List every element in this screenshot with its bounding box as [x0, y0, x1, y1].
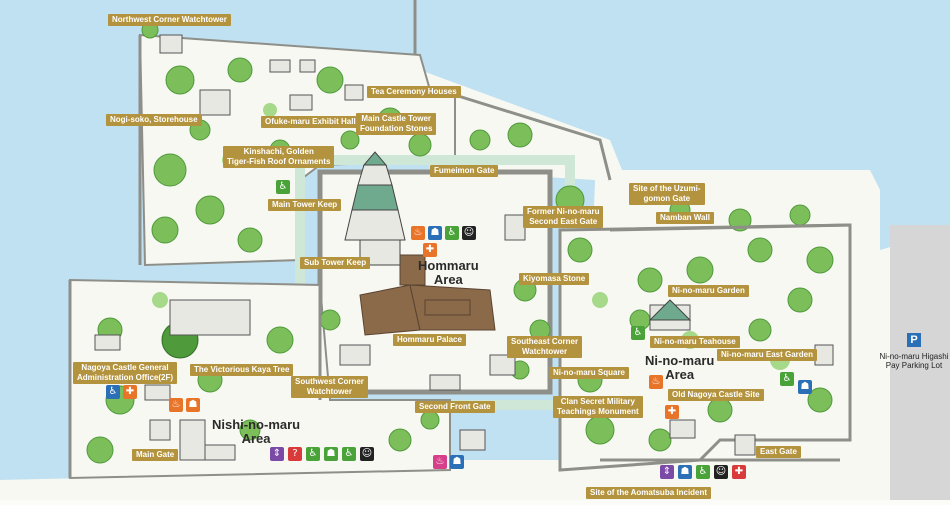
label-former-ninomaru-gate: Former Ni-no-maru Second East Gate: [523, 206, 604, 228]
label-former-ninomaru-gate-text: Former Ni-no-maru Second East Gate: [527, 207, 600, 226]
accessible-toilet-icon: ♿: [306, 447, 320, 461]
toilet-icon: ☗: [450, 455, 464, 469]
label-sub-tower-keep: Sub Tower Keep: [300, 257, 371, 269]
elevator-icon: ⇕: [270, 447, 284, 461]
hommaru-palace-roofs: [359, 254, 496, 336]
stone-walls: [68, 0, 852, 478]
area-hommaru: Hommaru Area: [418, 259, 479, 287]
toilet-icon: ♿: [276, 180, 290, 194]
restaurant-icon: ♨: [411, 226, 425, 240]
shop-icon: ♿: [106, 385, 120, 399]
label-kinshachi-text: Kinshachi, Golden Tiger-Fish Roof Orname…: [227, 147, 331, 166]
first-aid-icon: ✚: [423, 243, 437, 257]
label-aomatsuba: Site of the Aomatsuba Incident: [586, 487, 712, 499]
label-kaya-tree: The Victorious Kaya Tree: [190, 364, 294, 376]
accessible-toilet-icon: ♿: [696, 465, 710, 479]
area-ninomaru: Ni-no-maru Area: [645, 354, 714, 382]
area-ninomaru-name: Ni-no-maru: [645, 353, 715, 368]
label-uzumigomon-text: Site of the Uzumi- gomon Gate: [633, 184, 701, 203]
first-aid-icon: ✚: [123, 385, 137, 399]
parking-road: [890, 225, 950, 500]
toilet-icon: ☗: [186, 398, 200, 412]
toilet-icon: ☗: [324, 447, 338, 461]
label-ofuke-maru: Ofuke-maru Exhibit Hall: [261, 116, 360, 128]
baby-room-icon: ☺: [360, 447, 374, 461]
label-hommaru-palace: Hommaru Palace: [393, 334, 466, 346]
area-hommaru-suffix: Area: [433, 272, 463, 287]
label-clan-secret-text: Clan Secret Military Teachings Monument: [557, 397, 639, 416]
label-main-tower-foundation-text: Main Castle Tower Foundation Stones: [360, 114, 433, 133]
area-hommaru-name: Hommaru: [418, 258, 479, 273]
teahouse-drawing: [648, 299, 692, 321]
area-nishinomaru: Nishi-no-maru Area: [212, 418, 300, 446]
label-admin-office-text: Nagoya Castle General Administration Off…: [77, 363, 174, 382]
restaurant-icon: ♨: [649, 375, 663, 389]
area-nishinomaru-name: Nishi-no-maru: [212, 417, 301, 432]
buildings: [94, 34, 834, 461]
accessible-toilet-icon: ♿: [780, 372, 794, 386]
label-main-tower-keep: Main Tower Keep: [268, 199, 342, 211]
label-ninomaru-east-garden: Ni-no-maru East Garden: [717, 349, 818, 361]
label-second-front-gate: Second Front Gate: [415, 401, 495, 413]
label-nogi-soko: Nogi-soko, Storehouse: [106, 114, 202, 126]
accessible-toilet-icon: ♿: [631, 326, 645, 340]
label-southwest-watchtower-text: Southwest Corner Watchtower: [295, 377, 364, 396]
label-ninomaru-teahouse: Ni-no-maru Teahouse: [650, 336, 740, 348]
label-southeast-watchtower-text: Southeast Corner Watchtower: [511, 337, 579, 356]
label-southeast-watchtower: Southeast Corner Watchtower: [507, 336, 583, 358]
label-northwest-watchtower: Northwest Corner Watchtower: [108, 14, 231, 26]
label-admin-office: Nagoya Castle General Administration Off…: [73, 362, 178, 384]
label-kinshachi: Kinshachi, Golden Tiger-Fish Roof Orname…: [223, 146, 335, 168]
main-tower-keep-drawing: [344, 151, 406, 266]
area-ninomaru-suffix: Area: [665, 367, 695, 382]
restaurant-icon: ♨: [169, 398, 183, 412]
accessible-toilet-icon: ♿: [445, 226, 459, 240]
restaurant-icon: ♨: [433, 455, 447, 469]
label-ninomaru-garden: Ni-no-maru Garden: [668, 285, 749, 297]
first-aid-icon: ✚: [732, 465, 746, 479]
toilet-icon: ☗: [678, 465, 692, 479]
toilet-icon: ☗: [428, 226, 442, 240]
parking-label: Ni-no-maru Higashi Pay Parking Lot: [872, 352, 950, 370]
label-east-gate: East Gate: [756, 446, 801, 458]
label-uzumigomon: Site of the Uzumi- gomon Gate: [629, 183, 705, 205]
accessible-toilet-icon: ♿: [342, 447, 356, 461]
label-main-gate: Main Gate: [132, 449, 179, 461]
parking-label-text: Ni-no-maru Higashi Pay Parking Lot: [879, 352, 949, 370]
parking-icon: P: [907, 333, 921, 347]
baby-room-icon: ☺: [714, 465, 728, 479]
label-main-tower-foundation: Main Castle Tower Foundation Stones: [356, 113, 437, 135]
information-icon: ?: [288, 447, 302, 461]
label-southwest-watchtower: Southwest Corner Watchtower: [291, 376, 368, 398]
first-aid-icon: ✚: [665, 405, 679, 419]
label-clan-secret: Clan Secret Military Teachings Monument: [553, 396, 643, 418]
label-tea-ceremony-houses: Tea Ceremony Houses: [367, 86, 461, 98]
label-old-nagoya-site: Old Nagoya Castle Site: [668, 389, 764, 401]
label-namban-wall: Namban Wall: [656, 212, 714, 224]
toilet-icon: ☗: [798, 380, 812, 394]
baby-room-icon: ☺: [462, 226, 476, 240]
label-kiyomasa-stone: Kiyomasa Stone: [519, 273, 590, 285]
area-nishinomaru-suffix: Area: [241, 431, 271, 446]
label-fumeimon-gate: Fumeimon Gate: [430, 165, 499, 177]
label-ninomaru-square: Ni-no-maru Square: [549, 367, 630, 379]
elevator-icon: ⇕: [660, 465, 674, 479]
